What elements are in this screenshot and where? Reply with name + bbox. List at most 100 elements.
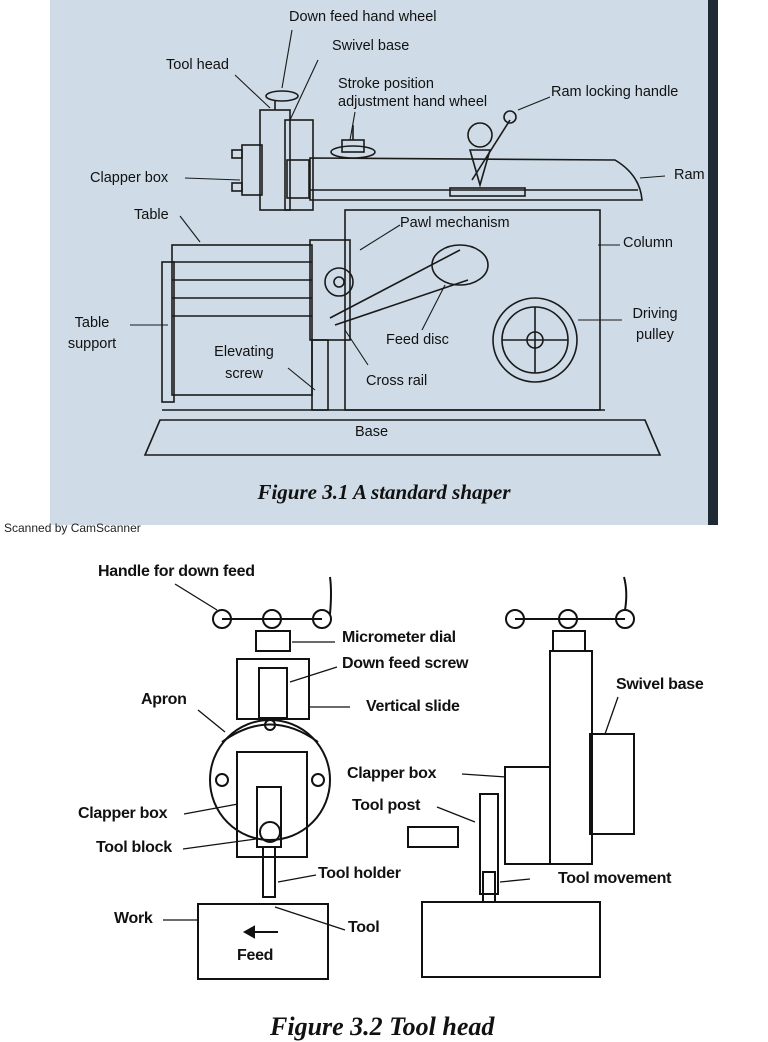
- right-micrometer-dial: [552, 630, 586, 652]
- leader-tool: [274, 906, 346, 931]
- table-support-bar: [161, 261, 175, 403]
- left-tool-holder: [262, 846, 276, 898]
- label-tool-holder: Tool holder: [318, 865, 401, 882]
- right-clapper-box: [504, 766, 551, 865]
- left-apron-arc: [221, 723, 319, 743]
- right-tool-holder: [482, 871, 496, 903]
- label-clapper-box: Clapper box: [90, 170, 169, 186]
- figure-3-1-panel: Down feed hand wheel Swivel base Tool he…: [50, 0, 718, 525]
- figure-3-1-caption: Figure 3.1 A standard shaper: [257, 480, 511, 504]
- label-tool: Tool: [348, 919, 380, 936]
- label-elevating-screw-line1: Elevating: [214, 344, 274, 360]
- leader-stroke-position: [349, 111, 356, 141]
- left-down-feed-screw: [258, 667, 288, 719]
- elevating-screw-body: [311, 339, 329, 411]
- leader-elevating-screw: [287, 367, 316, 391]
- label-apron: Apron: [141, 691, 187, 708]
- clapper-box-body: [241, 144, 263, 196]
- tool-head-scale: [286, 159, 310, 199]
- label-tool-block: Tool block: [96, 839, 172, 856]
- label-table-support-line1: Table: [74, 315, 110, 331]
- leader-swivel-base: [289, 59, 319, 121]
- ram-lock-post: [468, 149, 492, 188]
- left-apron-bolt: [264, 719, 276, 731]
- camscanner-watermark: Scanned by CamScanner: [4, 521, 141, 535]
- base-shape: [143, 419, 662, 456]
- leader-down-feed-screw: [289, 666, 338, 683]
- leader-clapper-box: [184, 177, 241, 181]
- stroke-wheel-disc: [330, 145, 376, 159]
- ram-lock-lever: [471, 119, 511, 181]
- right-tool-post: [479, 793, 499, 895]
- leader-ram-lock: [517, 96, 551, 111]
- leader-pawl: [359, 224, 401, 251]
- scan-dark-edge: [708, 0, 718, 525]
- left-apron-hex-r: [311, 773, 325, 787]
- label-driving-pulley-line1: Driving: [632, 306, 678, 322]
- label-ram-locking-handle: Ram locking handle: [551, 84, 679, 100]
- left-micrometer-dial: [255, 630, 291, 652]
- label-swivel-base: Swivel base: [332, 38, 410, 54]
- right-handle-crank: [623, 576, 628, 611]
- ram-body: [309, 157, 643, 201]
- driving-pulley-outer: [492, 297, 578, 383]
- pawl-disc-hub: [333, 276, 345, 288]
- label-clapper-box-right: Clapper box: [347, 765, 437, 782]
- right-handle-knob-l: [505, 609, 525, 629]
- table-block: [171, 244, 313, 396]
- leader-tool-post: [436, 806, 476, 823]
- feed-link-1: [329, 249, 461, 319]
- leader-apron: [197, 709, 226, 733]
- pawl-disc: [324, 267, 354, 297]
- figure-3-2-panel: Handle for down feed Micrometer dial Dow…: [0, 542, 768, 1024]
- label-pawl-mechanism: Pawl mechanism: [400, 215, 510, 231]
- label-vertical-slide: Vertical slide: [366, 698, 460, 715]
- ram-scale: [449, 187, 526, 197]
- label-column: Column: [623, 235, 673, 251]
- label-stroke-position-line2: adjustment hand wheel: [338, 94, 488, 110]
- label-handle-for-down-feed: Handle for down feed: [98, 563, 255, 580]
- cross-rail-saddle: [309, 239, 351, 341]
- label-tool-head: Tool head: [166, 57, 229, 73]
- work-piece: [197, 903, 329, 980]
- figure-3-2-caption: Figure 3.2 Tool head: [270, 1012, 495, 1041]
- label-stroke-position-line1: Stroke position: [338, 76, 434, 92]
- leader-clapper-box-right: [461, 773, 507, 778]
- label-feed-disc: Feed disc: [386, 332, 449, 348]
- leader-tool-movement: [499, 878, 531, 883]
- label-feed: Feed: [237, 947, 274, 964]
- label-cross-rail: Cross rail: [366, 373, 428, 389]
- feed-arrow-head: [242, 925, 255, 939]
- label-elevating-screw-line2: screw: [225, 366, 263, 382]
- feed-disc-wheel: [431, 244, 489, 286]
- label-ram: Ram: [674, 167, 705, 183]
- down-feed-wheel: [265, 90, 299, 102]
- right-vertical-slide: [549, 650, 593, 865]
- leader-tool-block: [182, 838, 257, 850]
- label-work: Work: [114, 910, 153, 927]
- leader-handle-down-feed: [174, 583, 218, 611]
- right-work-surface: [421, 901, 601, 978]
- left-handle-knob-c: [262, 609, 282, 629]
- leader-cross-rail: [344, 329, 369, 366]
- label-tool-movement: Tool movement: [558, 870, 672, 887]
- left-handle-crank: [329, 576, 332, 615]
- left-handle-knob-r: [312, 609, 332, 629]
- leader-swivel-base: [604, 696, 619, 735]
- leader-clapper-box-left: [183, 803, 239, 815]
- leader-tool-head: [234, 74, 271, 109]
- label-micrometer-dial: Micrometer dial: [342, 629, 456, 646]
- leader-tool-holder: [277, 874, 317, 883]
- label-down-feed-hand-wheel: Down feed hand wheel: [289, 9, 437, 25]
- label-driving-pulley-line2: pulley: [636, 327, 674, 343]
- right-tool-post-bolt: [407, 826, 459, 848]
- leader-down-feed: [281, 29, 293, 89]
- label-base: Base: [355, 424, 389, 440]
- tool-head-drawing: [163, 576, 635, 980]
- tool-head-swivel: [284, 119, 314, 211]
- clapper-bolt-1: [231, 149, 243, 159]
- label-table: Table: [134, 207, 169, 223]
- shaper-drawing: [130, 29, 666, 456]
- label-tool-post: Tool post: [352, 797, 421, 814]
- label-clapper-box-left: Clapper box: [78, 805, 168, 822]
